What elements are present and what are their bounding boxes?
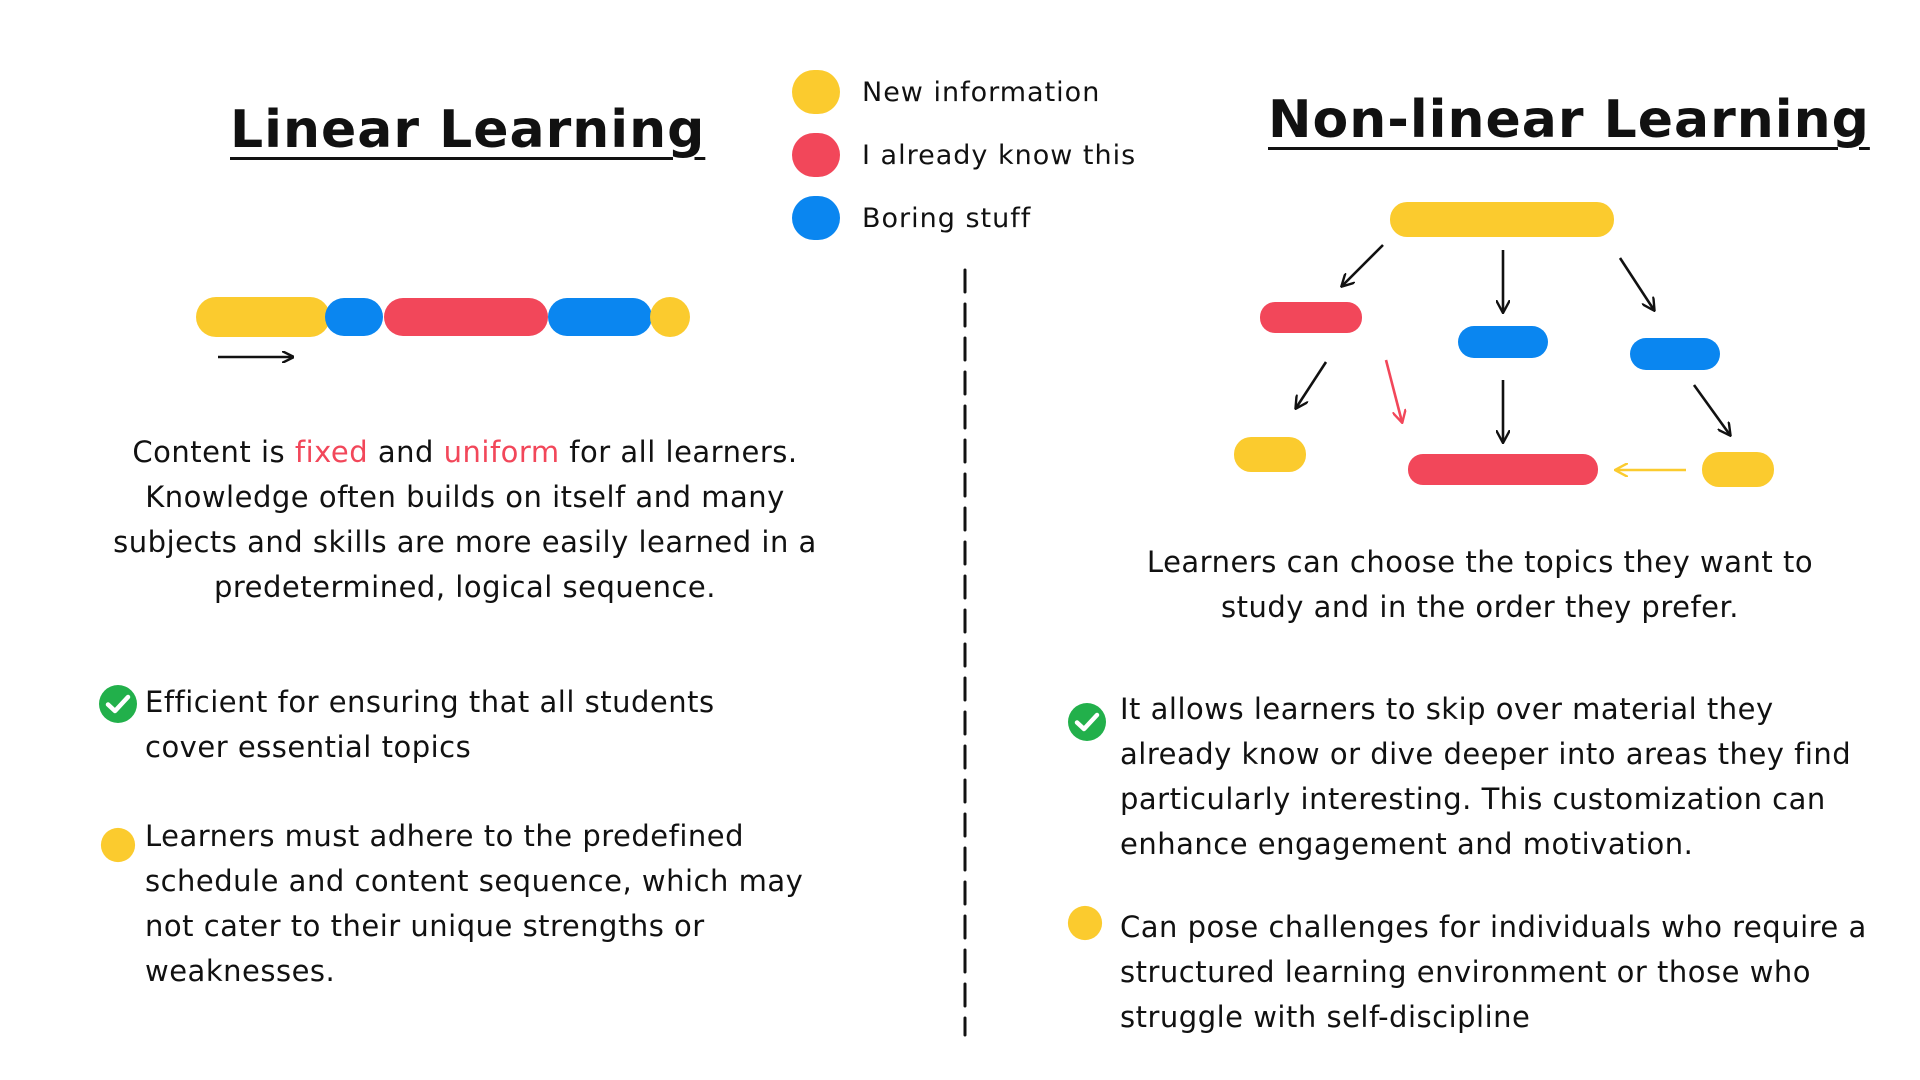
linear-segment-yellow <box>196 297 330 337</box>
linear-learning-title: Linear Learning <box>230 100 706 160</box>
center-divider <box>963 268 967 1037</box>
highlight-uniform: uniform <box>443 435 560 469</box>
description-text: for all learners. Knowledge often builds… <box>113 435 817 604</box>
linear-pro-text: Efficient for ensuring that all students… <box>145 685 715 764</box>
legend-swatch-yellow <box>792 70 840 114</box>
highlight-fixed: fixed <box>294 435 369 469</box>
nonlinear-learning-title: Non-linear Learning <box>1268 90 1870 150</box>
nonlinear-pro-text: It allows learners to skip over material… <box>1120 692 1852 861</box>
linear-segment-blue <box>325 298 383 336</box>
nonlinear-description: Learners can choose the topics they want… <box>1146 545 1814 624</box>
check-icon <box>99 685 137 723</box>
legend-swatch-red <box>792 133 840 177</box>
nonlinear-branch-diagram <box>1234 202 1774 487</box>
linear-con-text: Learners must adhere to the predefined s… <box>145 819 804 988</box>
branch-arrow-red <box>1384 359 1402 422</box>
branch-node-red-bottom <box>1408 454 1598 485</box>
warning-dot-icon <box>1067 905 1103 941</box>
branch-node-yellow-right <box>1702 452 1774 487</box>
branch-arrow <box>1296 361 1328 408</box>
legend-label: New information <box>862 76 1101 108</box>
description-text: and <box>368 435 444 469</box>
linear-segment-blue <box>548 298 652 336</box>
branch-node-red-left <box>1260 302 1362 333</box>
legend-item-boring-stuff: Boring stuff <box>792 196 1136 240</box>
legend-label: I already know this <box>862 139 1137 171</box>
branch-node-yellow-top <box>1390 202 1614 237</box>
description-text: Content is <box>132 435 295 469</box>
legend: New information I already know this Bori… <box>792 70 1136 240</box>
legend-item-already-know: I already know this <box>792 133 1136 177</box>
branch-arrow <box>1692 384 1730 435</box>
linear-segment-yellow <box>650 297 690 337</box>
legend-swatch-blue <box>792 196 840 240</box>
check-icon <box>1068 703 1106 741</box>
branch-node-blue-center <box>1458 326 1548 358</box>
warning-dot-icon <box>100 827 136 863</box>
branch-arrow <box>1342 244 1384 286</box>
branch-arrow <box>1618 257 1654 310</box>
branch-node-blue-right <box>1630 338 1720 370</box>
legend-item-new-information: New information <box>792 70 1136 114</box>
branch-node-yellow-left <box>1234 437 1306 472</box>
legend-label: Boring stuff <box>862 202 1032 234</box>
nonlinear-con-text: Can pose challenges for individuals who … <box>1120 910 1867 1034</box>
linear-description: Content is fixed and uniform for all lea… <box>85 430 845 610</box>
linear-segment-red <box>384 298 548 336</box>
linear-sequence-diagram <box>196 297 690 370</box>
